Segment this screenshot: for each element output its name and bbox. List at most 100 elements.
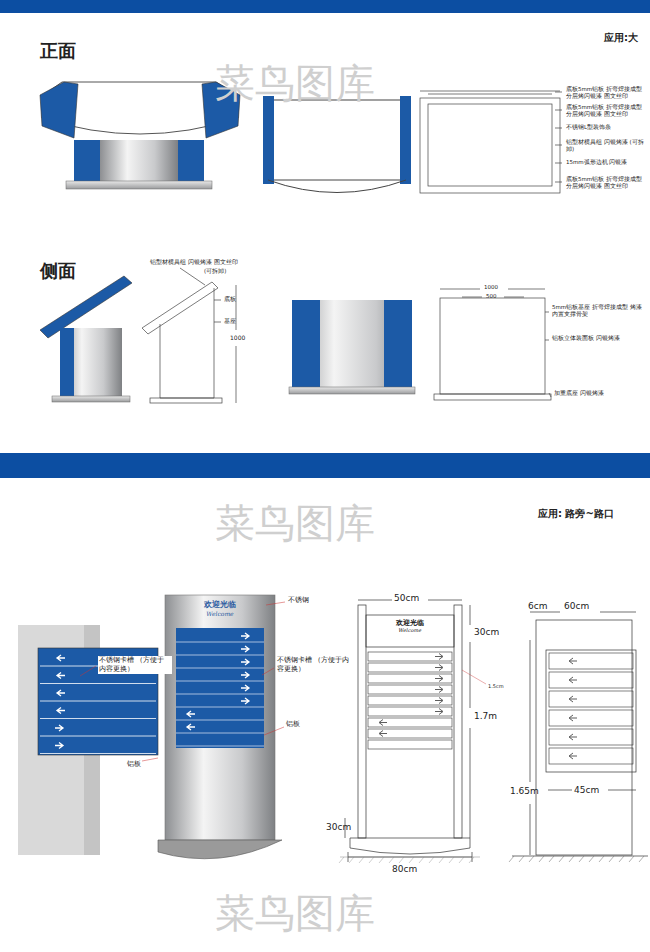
annotation: 应用:大 <box>604 32 638 45</box>
annotation: 应用: 路旁~路口 <box>538 508 614 521</box>
arrow-symbol <box>57 673 65 679</box>
arrow-symbol <box>187 711 195 717</box>
slat <box>549 729 633 745</box>
slat-line <box>176 681 264 682</box>
annotation: 30cm <box>326 822 351 833</box>
annotation: 不锈钢 <box>288 596 309 605</box>
arrow-symbol <box>241 685 249 691</box>
ground-hatch <box>559 856 564 862</box>
arrow-symbol <box>435 709 443 715</box>
arrow-symbol <box>435 665 443 671</box>
panel-front <box>263 96 411 193</box>
slat-line <box>40 736 156 737</box>
slat <box>368 729 452 738</box>
arrow-symbol <box>241 633 249 639</box>
ground-hatch <box>509 856 514 862</box>
annotation: 铝型材横具组 闪银烤漆 (可拆卸) <box>566 139 646 153</box>
section-heading: 侧面 <box>40 260 76 283</box>
arrow-symbol <box>435 654 443 660</box>
slat-line <box>176 694 264 695</box>
annotation: 不锈钢卡槽 （方便于内容更换） <box>98 656 172 674</box>
panel-back <box>289 300 415 394</box>
slat <box>368 740 452 749</box>
section-heading: 正面 <box>40 40 76 63</box>
ground-hatch <box>549 856 554 862</box>
annotation: 底板 <box>224 296 236 303</box>
ground-hatch <box>609 856 614 862</box>
arrow-symbol <box>569 753 577 759</box>
slat-line <box>40 753 156 754</box>
arrow-symbol <box>569 734 577 740</box>
annotation: 60cm <box>564 601 589 612</box>
ground-hatch <box>339 857 344 863</box>
slat-line <box>176 746 264 747</box>
ground-hatch <box>539 856 544 862</box>
slat <box>368 685 452 694</box>
slat <box>549 710 633 726</box>
annotation: 铝板 <box>126 760 142 769</box>
ground-hatch <box>409 857 414 863</box>
arrow-symbol <box>569 658 577 664</box>
kiosk-side-line <box>142 268 236 403</box>
slat <box>368 663 452 672</box>
annotation: 铝型材横具组 闪银烤漆 图文丝印 <box>150 258 238 266</box>
ground-hatch <box>429 857 434 863</box>
panel-back-line <box>434 289 551 400</box>
top-band <box>0 0 650 13</box>
ground-hatch <box>469 857 474 863</box>
arrow-symbol <box>569 715 577 721</box>
annotation: 1000 <box>230 334 245 342</box>
ground-hatch <box>639 856 644 862</box>
ground-hatch <box>439 857 444 863</box>
arrow-symbol <box>435 698 443 704</box>
annotation: 45cm <box>574 785 599 796</box>
annotation: 6cm <box>528 601 547 612</box>
slat-line <box>40 683 156 684</box>
ground-hatch <box>349 857 354 863</box>
arrow-symbol <box>435 676 443 682</box>
ground-hatch <box>419 857 424 863</box>
annotation: 铝板立体装面板 闪银烤漆 <box>552 335 644 342</box>
arrow-symbol <box>55 743 63 749</box>
watermark: 菜鸟图库 <box>215 888 375 938</box>
watermark: 菜鸟图库 <box>215 498 375 548</box>
arrow-symbol <box>241 646 249 652</box>
kiosk-side <box>40 276 132 402</box>
sign-subtitle: Welcome <box>168 610 272 617</box>
annotation: 15mm弧形边机 闪银漆 <box>566 159 646 166</box>
slat-line <box>40 718 156 719</box>
slat <box>368 718 452 727</box>
sign-title: 欢迎光临 <box>168 600 272 610</box>
annotation: 50cm <box>394 593 419 604</box>
arrow-symbol <box>57 690 65 696</box>
ground-hatch <box>519 856 524 862</box>
ground-hatch <box>629 856 634 862</box>
ground-hatch <box>359 857 364 863</box>
arrow-symbol <box>569 696 577 702</box>
annotation: 1.5cm <box>488 683 504 689</box>
ground-hatch <box>459 857 464 863</box>
annotation: 1.65m <box>510 786 539 797</box>
kiosk-front <box>40 82 240 189</box>
slat-line <box>176 668 264 669</box>
slat-line <box>176 655 264 656</box>
annotation: 1.7m <box>474 711 497 722</box>
ground-hatch <box>579 856 584 862</box>
slat <box>549 748 633 764</box>
slat-line <box>176 720 264 721</box>
arrow-symbol <box>379 720 387 726</box>
annotation: 80cm <box>392 864 417 875</box>
slat-line <box>176 733 264 734</box>
ground-hatch <box>369 857 374 863</box>
annotation: 不锈钢卡槽 （方便于内容更换） <box>276 656 354 674</box>
slat <box>549 672 633 688</box>
watermark: 菜鸟图库 <box>215 58 375 108</box>
arrow-symbol <box>241 672 249 678</box>
slat-line <box>40 701 156 702</box>
annotation: 不锈钢L型装饰条 <box>566 124 646 131</box>
arrow-symbol <box>241 659 249 665</box>
sign-header: 欢迎光临Welcome <box>168 598 272 619</box>
arrow-symbol <box>57 708 65 714</box>
annotation: 1000 <box>484 284 498 291</box>
slat <box>368 696 452 705</box>
